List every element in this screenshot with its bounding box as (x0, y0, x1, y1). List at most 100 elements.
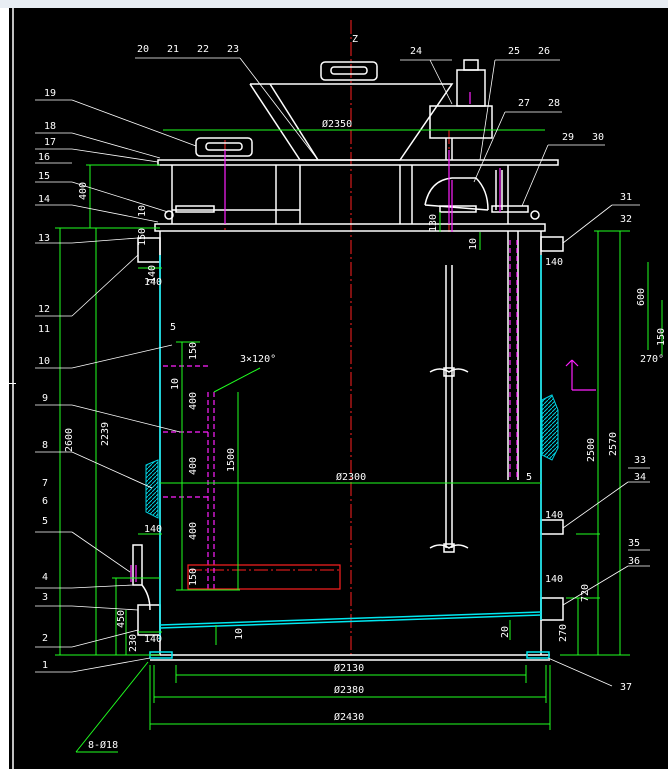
label-34: 34 (634, 472, 646, 483)
label-26: 26 (538, 46, 550, 57)
dim-d2130: Ø2130 (334, 662, 364, 674)
label-35: 35 (628, 538, 640, 549)
motor (456, 69, 486, 107)
balloon-numbers: 20 21 22 23 24 25 26 27 28 29 30 19 18 1… (38, 34, 646, 693)
dim-d2430: Ø2430 (334, 711, 364, 723)
hopper-handle (320, 61, 378, 81)
dim-20: 20 (500, 626, 511, 638)
label-28: 28 (548, 98, 560, 109)
dimension-lines (55, 129, 663, 753)
centerlines (188, 20, 450, 655)
label-20: 20 (137, 44, 149, 55)
dim-140-e: 140 (545, 257, 563, 268)
inclined-bottom (159, 611, 542, 626)
dim-140-g: 140 (545, 574, 563, 585)
nozzle-33 (540, 519, 564, 535)
sight-glass-right (541, 394, 559, 461)
dim-140-c: 140 (144, 524, 162, 535)
nozzle-35 (540, 597, 564, 621)
discharge-elbow (424, 177, 489, 211)
manhole-handle (195, 137, 253, 157)
label-37: 37 (620, 682, 632, 693)
dim-270: 270 (558, 624, 569, 642)
dim-10-b: 10 (170, 378, 181, 390)
label-33: 33 (634, 455, 646, 466)
rotated-dimension-texts: 400 10 150 140 2600 2239 150 10 400 400 … (64, 182, 667, 652)
dim-2239: 2239 (100, 422, 111, 446)
label-14: 14 (38, 194, 50, 205)
dim-150-b: 150 (188, 342, 199, 360)
dim-130: 130 (428, 214, 439, 232)
label-10: 10 (38, 356, 50, 367)
label-6: 6 (42, 496, 48, 507)
dim-150-c: 150 (188, 568, 199, 586)
dim-10-d: 10 (468, 238, 479, 250)
outlet-pipe (187, 564, 341, 590)
viewport-left-tick (0, 383, 16, 384)
dim-140-d: 140 (144, 634, 162, 645)
dim-2600: 2600 (64, 428, 75, 452)
label-22: 22 (197, 44, 209, 55)
anchor-right (526, 651, 550, 659)
dim-140-a: 140 (147, 265, 158, 283)
label-32: 32 (620, 214, 632, 225)
dim-140-f: 140 (545, 510, 563, 521)
dim-230: 230 (128, 634, 139, 652)
label-25: 25 (508, 46, 520, 57)
nozzle-31 (540, 236, 564, 252)
label-12: 12 (38, 304, 50, 315)
dim-450: 450 (116, 610, 127, 628)
label-11: 11 (38, 324, 50, 335)
dim-150-d: 150 (656, 328, 667, 346)
dim-10-a: 10 (137, 205, 148, 217)
label-4: 4 (42, 572, 48, 583)
label-27: 27 (518, 98, 530, 109)
label-29: 29 (562, 132, 574, 143)
dim-270deg: 270° (640, 354, 664, 365)
dim-140-b: 140 (144, 277, 162, 288)
label-36: 36 (628, 556, 640, 567)
lining-surfaces (149, 255, 550, 659)
viewport-top-edge (0, 0, 668, 8)
dim-5-left: 5 (170, 322, 176, 333)
label-8: 8 (42, 440, 48, 451)
label-30: 30 (592, 132, 604, 143)
dim-1500: 1500 (226, 448, 237, 472)
label-5: 5 (42, 516, 48, 527)
nozzle-13 (137, 237, 161, 263)
dim-d2350: Ø2350 (322, 118, 352, 130)
agitator-blade-upper (429, 368, 469, 373)
dim-720: 720 (580, 584, 591, 602)
dim-d2380: Ø2380 (334, 684, 364, 696)
label-18: 18 (44, 121, 56, 132)
dim-3x120: 3×120° (240, 354, 276, 365)
dim-d2300: Ø2300 (336, 471, 366, 483)
label-21: 21 (167, 44, 179, 55)
dim-10-c: 10 (234, 628, 245, 640)
dim-5-right: 5 (526, 472, 532, 483)
dim-150-a: 150 (137, 228, 148, 246)
label-31: 31 (620, 192, 632, 203)
balloon-leaders (35, 57, 650, 687)
dim-400-d: 400 (188, 522, 199, 540)
top-flange-plate (154, 223, 546, 232)
axis-z-label: Z (352, 34, 358, 45)
label-9: 9 (42, 393, 48, 404)
label-24: 24 (410, 46, 422, 57)
agitator-blade-lower (429, 544, 469, 549)
sight-glass-left (145, 459, 159, 519)
dim-400-b: 400 (188, 392, 199, 410)
dimension-texts: Ø2350 Ø2300 Ø2130 Ø2380 Ø2430 8-Ø18 5 5 … (88, 118, 664, 751)
dim-2570: 2570 (608, 432, 619, 456)
label-3: 3 (42, 592, 48, 603)
dim-8-d18: 8-Ø18 (88, 739, 118, 751)
gearbox (429, 105, 493, 139)
dim-600: 600 (636, 288, 647, 306)
label-17: 17 (44, 137, 56, 148)
nozzle-5 (132, 544, 143, 586)
feed-hopper (249, 83, 454, 161)
label-23: 23 (227, 44, 239, 55)
label-16: 16 (38, 152, 50, 163)
